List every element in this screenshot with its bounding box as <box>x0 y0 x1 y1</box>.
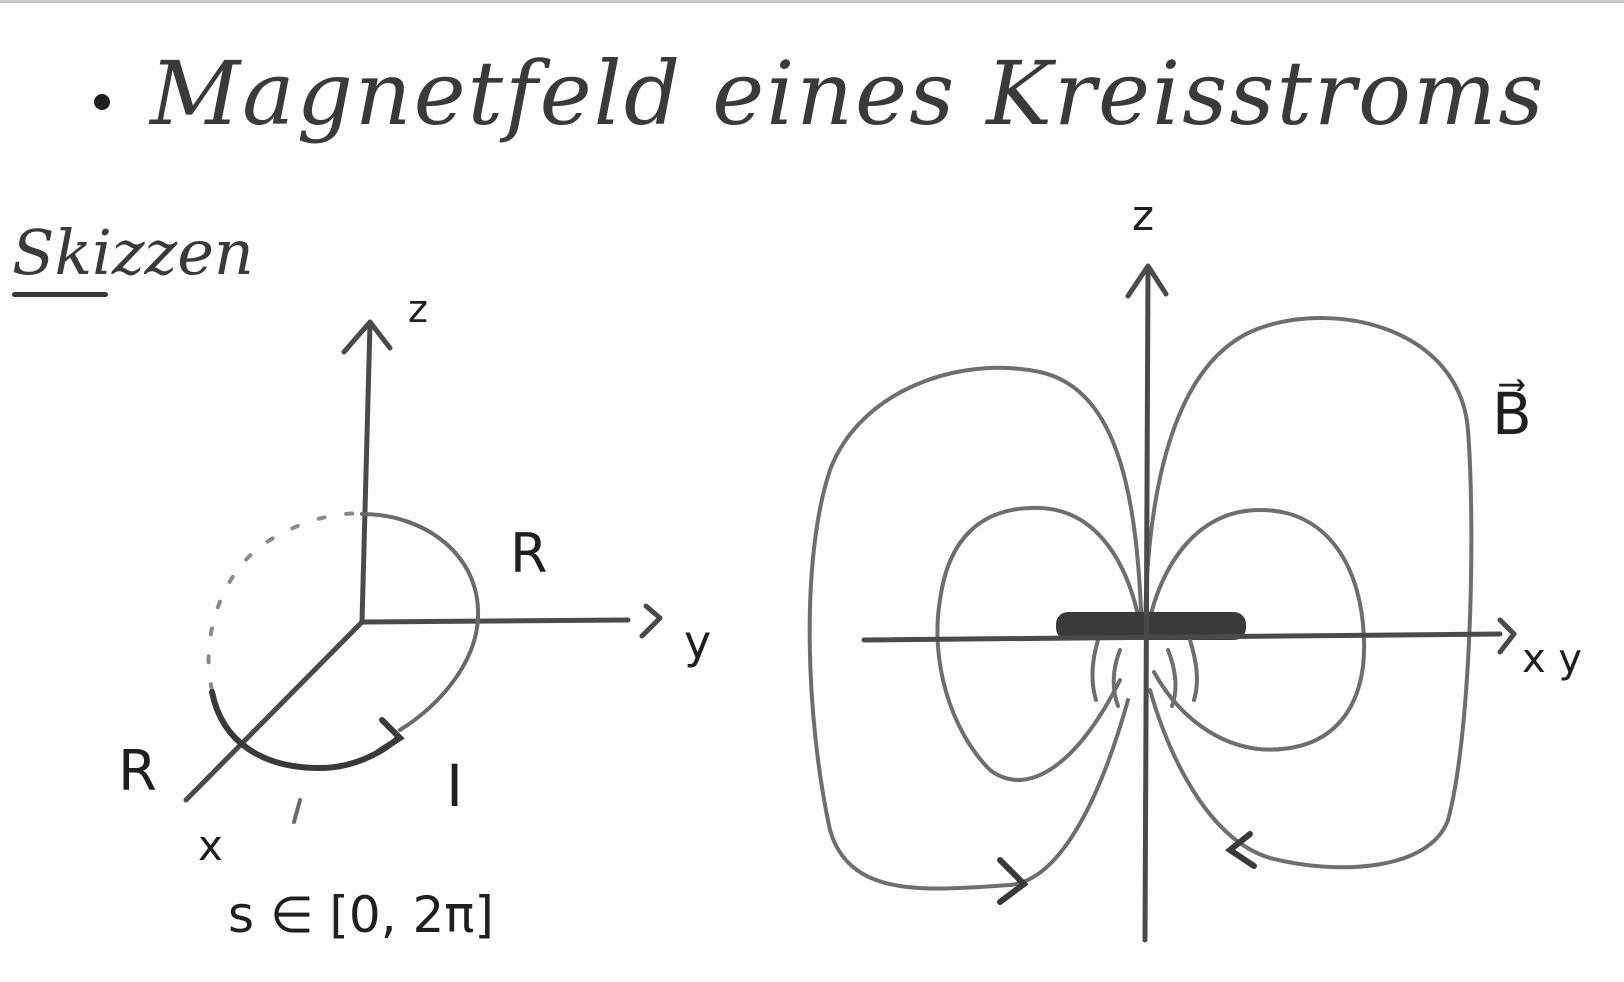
field-line-outer-right <box>1143 316 1474 870</box>
current-arrowhead <box>375 717 405 755</box>
left-y-axis <box>359 617 631 625</box>
loop-back-dashed <box>206 511 364 692</box>
right-xy-arrowhead <box>1497 617 1517 655</box>
left-z-label: z <box>408 287 428 331</box>
near-field-lines <box>1090 638 1199 708</box>
left-x-axis <box>183 619 365 803</box>
field-arrow-left <box>997 857 1029 905</box>
field-line-inner-left <box>935 505 1144 782</box>
x-axis-tick <box>292 798 302 824</box>
right-xy-axis <box>861 631 1503 643</box>
loop-right-arc <box>360 512 481 732</box>
radius-label-top: R <box>510 522 548 585</box>
bullet-point <box>94 94 110 110</box>
loop-diagram: z y x R R I s ∈ [0, 2π] <box>118 287 711 944</box>
page-title: Magnetfeld eines Kreisstroms <box>150 42 1546 145</box>
right-z-axis <box>1142 265 1151 943</box>
loop-front-arc <box>209 689 401 772</box>
right-xy-label: x y <box>1522 636 1582 682</box>
field-line-outer-left <box>807 365 1144 891</box>
sketch-heading: Skizzen <box>12 216 254 289</box>
sketch-heading-underline <box>12 292 108 297</box>
page-top-border <box>0 0 1624 3</box>
left-y-arrowhead <box>639 603 663 639</box>
right-z-label: z <box>1132 191 1154 240</box>
loop-cross-section <box>1056 612 1246 640</box>
field-line-diagram: z x y B⃗ <box>807 191 1582 943</box>
radius-label-left: R <box>118 739 157 804</box>
left-z-axis <box>359 321 373 625</box>
right-z-arrowhead <box>1125 263 1169 299</box>
field-arrow-right <box>1224 831 1257 869</box>
parameter-range: s ∈ [0, 2π] <box>228 886 494 944</box>
current-label: I <box>446 752 463 820</box>
left-y-label: y <box>684 615 711 669</box>
field-label: B⃗ <box>1492 378 1532 448</box>
left-z-arrowhead <box>341 319 393 355</box>
left-x-label: x <box>198 821 223 870</box>
